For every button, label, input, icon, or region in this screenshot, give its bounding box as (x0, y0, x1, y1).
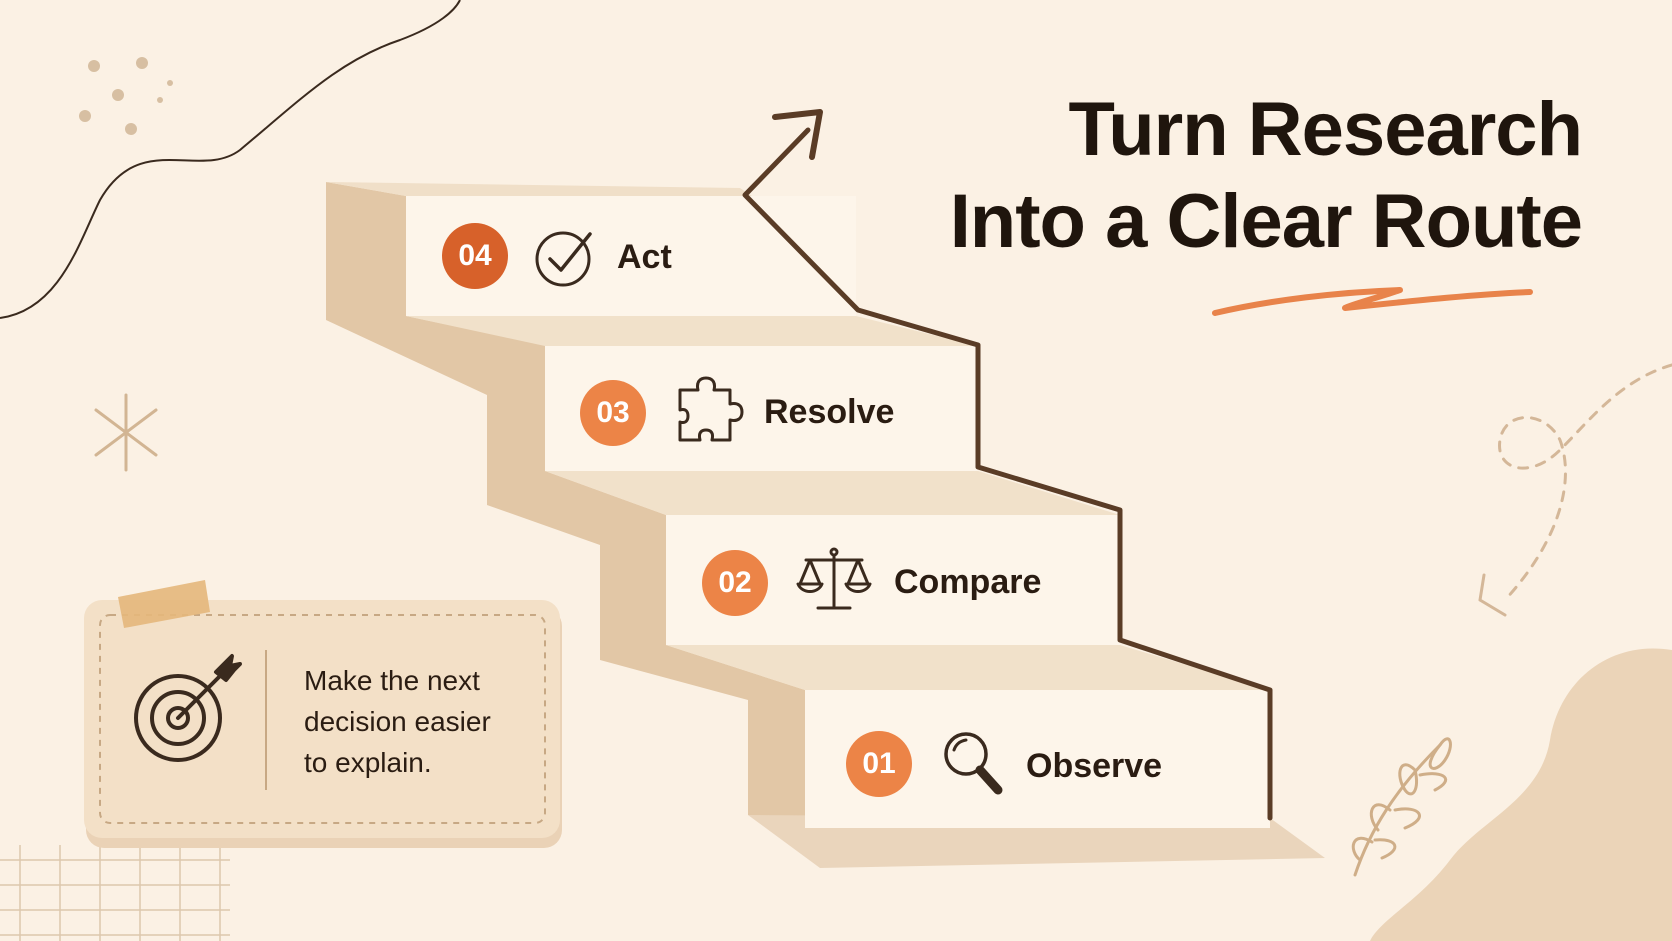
note-line-1: Make the next (304, 665, 480, 696)
step-label-act: Act (617, 238, 672, 276)
note-card-tape (118, 580, 210, 628)
puzzle-piece-icon (678, 376, 744, 442)
step-label-resolve: Resolve (764, 393, 895, 431)
step-label-observe: Observe (1026, 747, 1163, 785)
decorative-blob (1370, 648, 1672, 941)
note-card-text: Make the next decision easier to explain… (304, 660, 534, 783)
target-arrow-icon (134, 654, 242, 762)
decorative-wave-line (0, 0, 461, 319)
note-card (84, 600, 560, 838)
stair-floor-shadow (748, 815, 1325, 868)
decorative-grid (0, 845, 230, 941)
route-arrow-head (772, 109, 823, 160)
step-label-compare: Compare (894, 563, 1042, 601)
dashed-loop-arrow (1498, 363, 1672, 602)
stair-side (326, 182, 805, 828)
decorative-dots (79, 57, 173, 135)
magnifier-icon (944, 732, 1003, 795)
checkmark-circle-icon (535, 231, 592, 287)
leaf-sprig-icon (1351, 737, 1452, 877)
sparkle-icon (94, 393, 158, 472)
page-title: Turn Research Into a Clear Route (949, 84, 1583, 268)
stair-step-4-top (326, 182, 752, 196)
step-badge-2: 02 (702, 550, 768, 616)
note-line-2: decision easier (304, 706, 491, 737)
balance-scale-icon (796, 547, 872, 610)
note-line-3: to explain. (304, 747, 432, 778)
title-line-2: Into a Clear Route (949, 179, 1583, 264)
step-badge-4: 04 (442, 223, 508, 289)
progress-route-line (742, 127, 1273, 821)
step-badge-1: 01 (846, 731, 912, 797)
title-line-1: Turn Research (1068, 87, 1583, 172)
step-badge-3: 03 (580, 380, 646, 446)
title-underline (1212, 287, 1533, 316)
note-card-dashed-border (99, 614, 546, 824)
dashed-arrow-head (1478, 573, 1507, 617)
